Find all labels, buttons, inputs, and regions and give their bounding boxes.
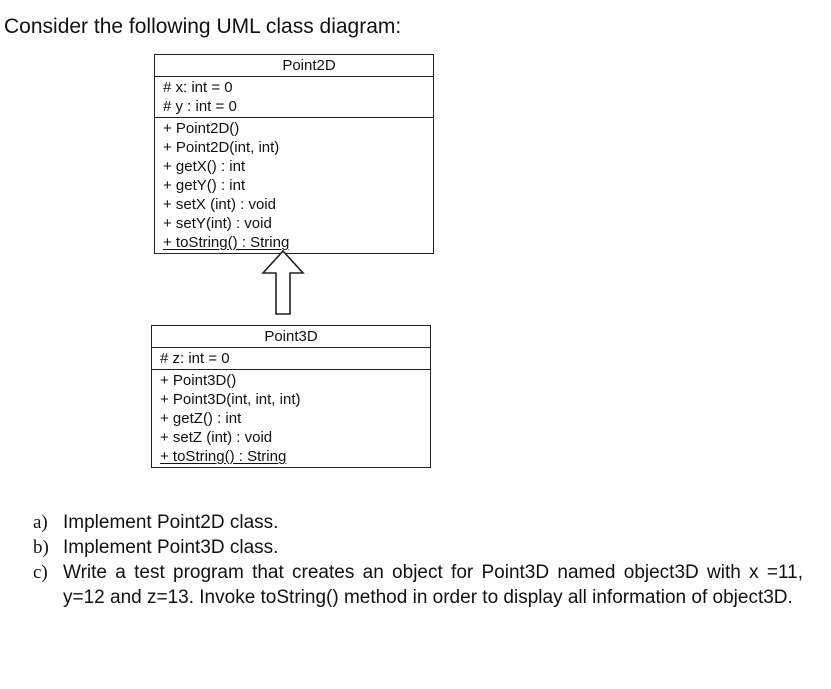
method-getz: + getZ() : int	[160, 410, 242, 427]
class-name-point2d: Point2D	[155, 55, 433, 77]
method-point3d-ctor: + Point3D(int, int, int)	[160, 391, 301, 408]
attributes-point3d: # z: int = 0	[152, 348, 430, 369]
task-list: a) Implement Point2D class. b) Implement…	[33, 510, 803, 610]
class-name-point3d: Point3D	[152, 326, 430, 348]
attribute-x: # x: int = 0	[163, 79, 233, 96]
attribute-z: # z: int = 0	[160, 350, 230, 367]
method-point3d-default-ctor: + Point3D()	[160, 372, 237, 389]
method-tostring-point2d: + toString() : String	[163, 234, 290, 251]
attributes-point2d: # x: int = 0 # y : int = 0	[155, 77, 433, 117]
method-point2d-default-ctor: + Point2D()	[163, 120, 240, 137]
task-text-a: Implement Point2D class.	[63, 512, 279, 533]
task-item-c: c) Write a test program that creates an …	[33, 560, 803, 610]
methods-point3d: + Point3D() + Point3D(int, int, int) + g…	[152, 369, 430, 467]
method-sety: + setY(int) : void	[163, 215, 272, 232]
method-setx: + setX (int) : void	[163, 196, 276, 213]
intro-text: Consider the following UML class diagram…	[4, 15, 402, 38]
task-marker-a: a)	[33, 512, 48, 533]
method-setz: + setZ (int) : void	[160, 429, 273, 446]
method-tostring-point2d-row: + toString() : String	[163, 233, 433, 252]
task-text-c: Write a test program that creates an obj…	[63, 562, 803, 608]
method-point2d-ctor: + Point2D(int, int)	[163, 139, 280, 156]
task-item-a: a) Implement Point2D class.	[33, 510, 803, 535]
inheritance-arrow-icon	[261, 249, 305, 315]
attribute-y: # y : int = 0	[163, 98, 237, 115]
class-box-point3d: Point3D # z: int = 0 + Point3D() + Point…	[151, 325, 431, 468]
class-box-point2d: Point2D # x: int = 0 # y : int = 0 + Poi…	[154, 54, 434, 254]
task-marker-c: c)	[33, 562, 48, 583]
method-getx: + getX() : int	[163, 158, 246, 175]
method-tostring-point3d-row: + toString() : String	[160, 447, 430, 466]
method-gety: + getY() : int	[163, 177, 246, 194]
task-text-b: Implement Point3D class.	[63, 537, 279, 558]
methods-point2d: + Point2D() + Point2D(int, int) + getX()…	[155, 117, 433, 253]
task-item-b: b) Implement Point3D class.	[33, 535, 803, 560]
task-marker-b: b)	[33, 537, 49, 558]
method-tostring-point3d: + toString() : String	[160, 448, 287, 465]
